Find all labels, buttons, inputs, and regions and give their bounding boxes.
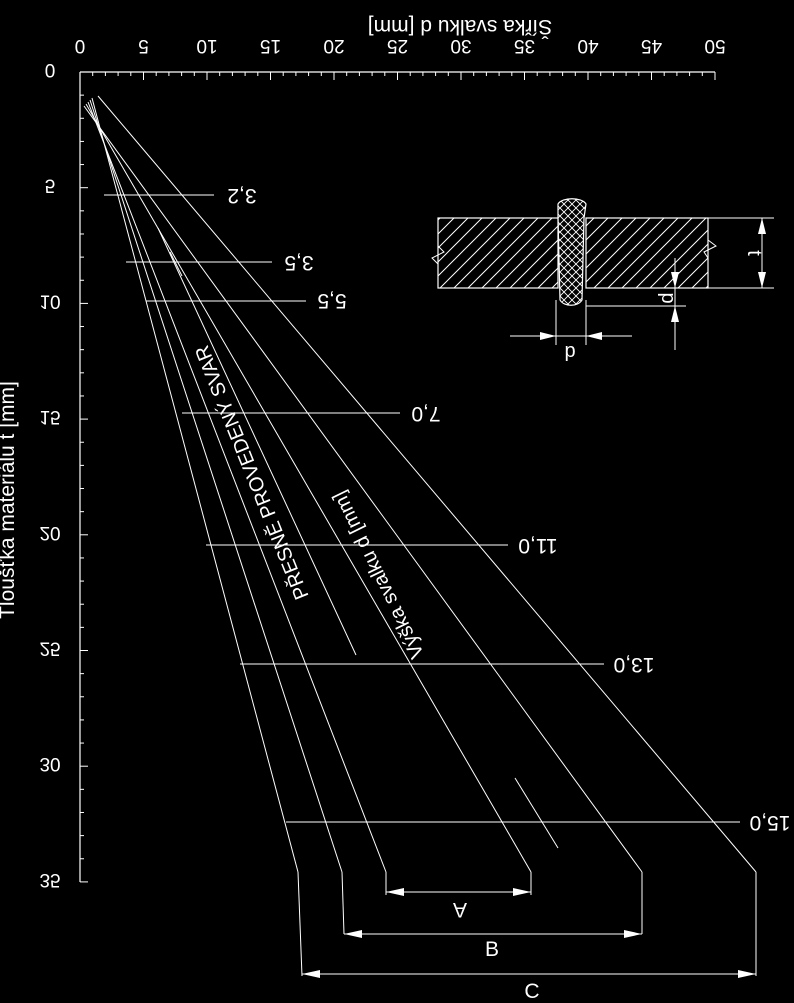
zone-label-presne: PŘESNĚ PROVEDENÝ SVAR <box>190 342 313 603</box>
dim-c-label: C <box>524 980 539 1003</box>
y-tick-label: 30 <box>39 753 60 774</box>
break-mark-left <box>431 225 445 288</box>
t-label: t <box>743 250 765 256</box>
dimensions: A B C <box>302 888 756 1003</box>
x-tick-label: 45 <box>641 35 662 56</box>
zone-line-inner-2 <box>169 251 183 277</box>
x-tick-label: 25 <box>387 35 408 56</box>
fan-line-2 <box>89 99 343 873</box>
y-axis: 0 5 10 15 20 25 30 35 Tloušťka materiálu t [mm] <box>0 59 88 890</box>
plate-right <box>585 217 709 289</box>
drop-c-left <box>297 871 303 977</box>
fan-lines <box>83 95 757 977</box>
p-arrow-bottom <box>671 306 679 322</box>
dim-c-arrow-left <box>302 970 320 978</box>
x-tick-label: 35 <box>514 35 535 56</box>
y-tick-label: 35 <box>39 869 60 890</box>
plate-left <box>437 217 559 289</box>
value-label-6: 13,0 <box>614 653 655 676</box>
value-label-4: 7,0 <box>411 402 440 425</box>
drop-b-left <box>341 871 345 935</box>
value-label-1: 3,2 <box>227 184 256 207</box>
zone-line-inner-1 <box>157 227 357 656</box>
x-tick-label: 10 <box>196 35 217 56</box>
weld-nugget <box>557 198 587 306</box>
p-label: p <box>657 292 679 303</box>
zone-label-vyska: Výška svalku d [mm] <box>329 487 429 661</box>
value-lines <box>104 194 740 823</box>
value-label-3: 5,5 <box>317 289 346 312</box>
dim-a-arrow-left <box>386 888 404 896</box>
fan-line-6 <box>97 95 757 873</box>
dim-b-arrow-right <box>624 930 642 938</box>
value-label-5: 11,0 <box>518 534 557 557</box>
x-tick-label: 15 <box>260 35 281 56</box>
t-arrow-bottom <box>758 272 766 288</box>
x-tick-label: 20 <box>323 35 344 56</box>
y-tick-label: 15 <box>39 406 60 427</box>
dim-c-arrow-right <box>738 970 756 978</box>
x-tick-label: 40 <box>577 35 598 56</box>
break-mark-right <box>703 218 717 288</box>
x-tick-label: 50 <box>704 35 725 56</box>
weld-detail: d p t <box>431 198 774 363</box>
value-label-2: 3,5 <box>284 251 313 274</box>
t-arrow-top <box>758 218 766 234</box>
fan-line-5 <box>83 105 643 873</box>
y-tick-label: 5 <box>45 175 56 196</box>
y-tick-label: 0 <box>45 59 56 80</box>
y-tick-label: 25 <box>39 638 60 659</box>
zone-line-inner-3 <box>514 777 559 849</box>
fan-line-3 <box>87 101 387 873</box>
y-tick-label: 20 <box>39 522 60 543</box>
fan-line-1 <box>91 97 299 873</box>
x-tick-label: 0 <box>75 35 86 56</box>
y-tick-label: 10 <box>39 290 60 311</box>
d-label: d <box>564 341 575 363</box>
x-tick-label: 5 <box>138 35 149 56</box>
dim-b-label: B <box>485 938 499 961</box>
y-axis-title: Tloušťka materiálu t [mm] <box>0 381 19 619</box>
d-arrow-right <box>586 332 602 340</box>
dim-a-label: A <box>453 898 467 921</box>
x-tick-label: 30 <box>450 35 471 56</box>
x-axis: 0 5 10 15 20 25 30 35 40 45 50 Šířka svalku d [mm] <box>75 15 726 80</box>
value-labels: 3,2 3,5 5,5 7,0 11,0 13,0 15,0 <box>227 184 790 834</box>
p-arrow-top <box>671 272 679 288</box>
value-label-7: 15,0 <box>750 811 791 834</box>
dim-b-arrow-left <box>344 930 362 938</box>
d-arrow-left <box>540 332 556 340</box>
x-axis-title: Šířka svalku d [mm] <box>368 15 552 38</box>
dim-a-arrow-right <box>513 888 531 896</box>
